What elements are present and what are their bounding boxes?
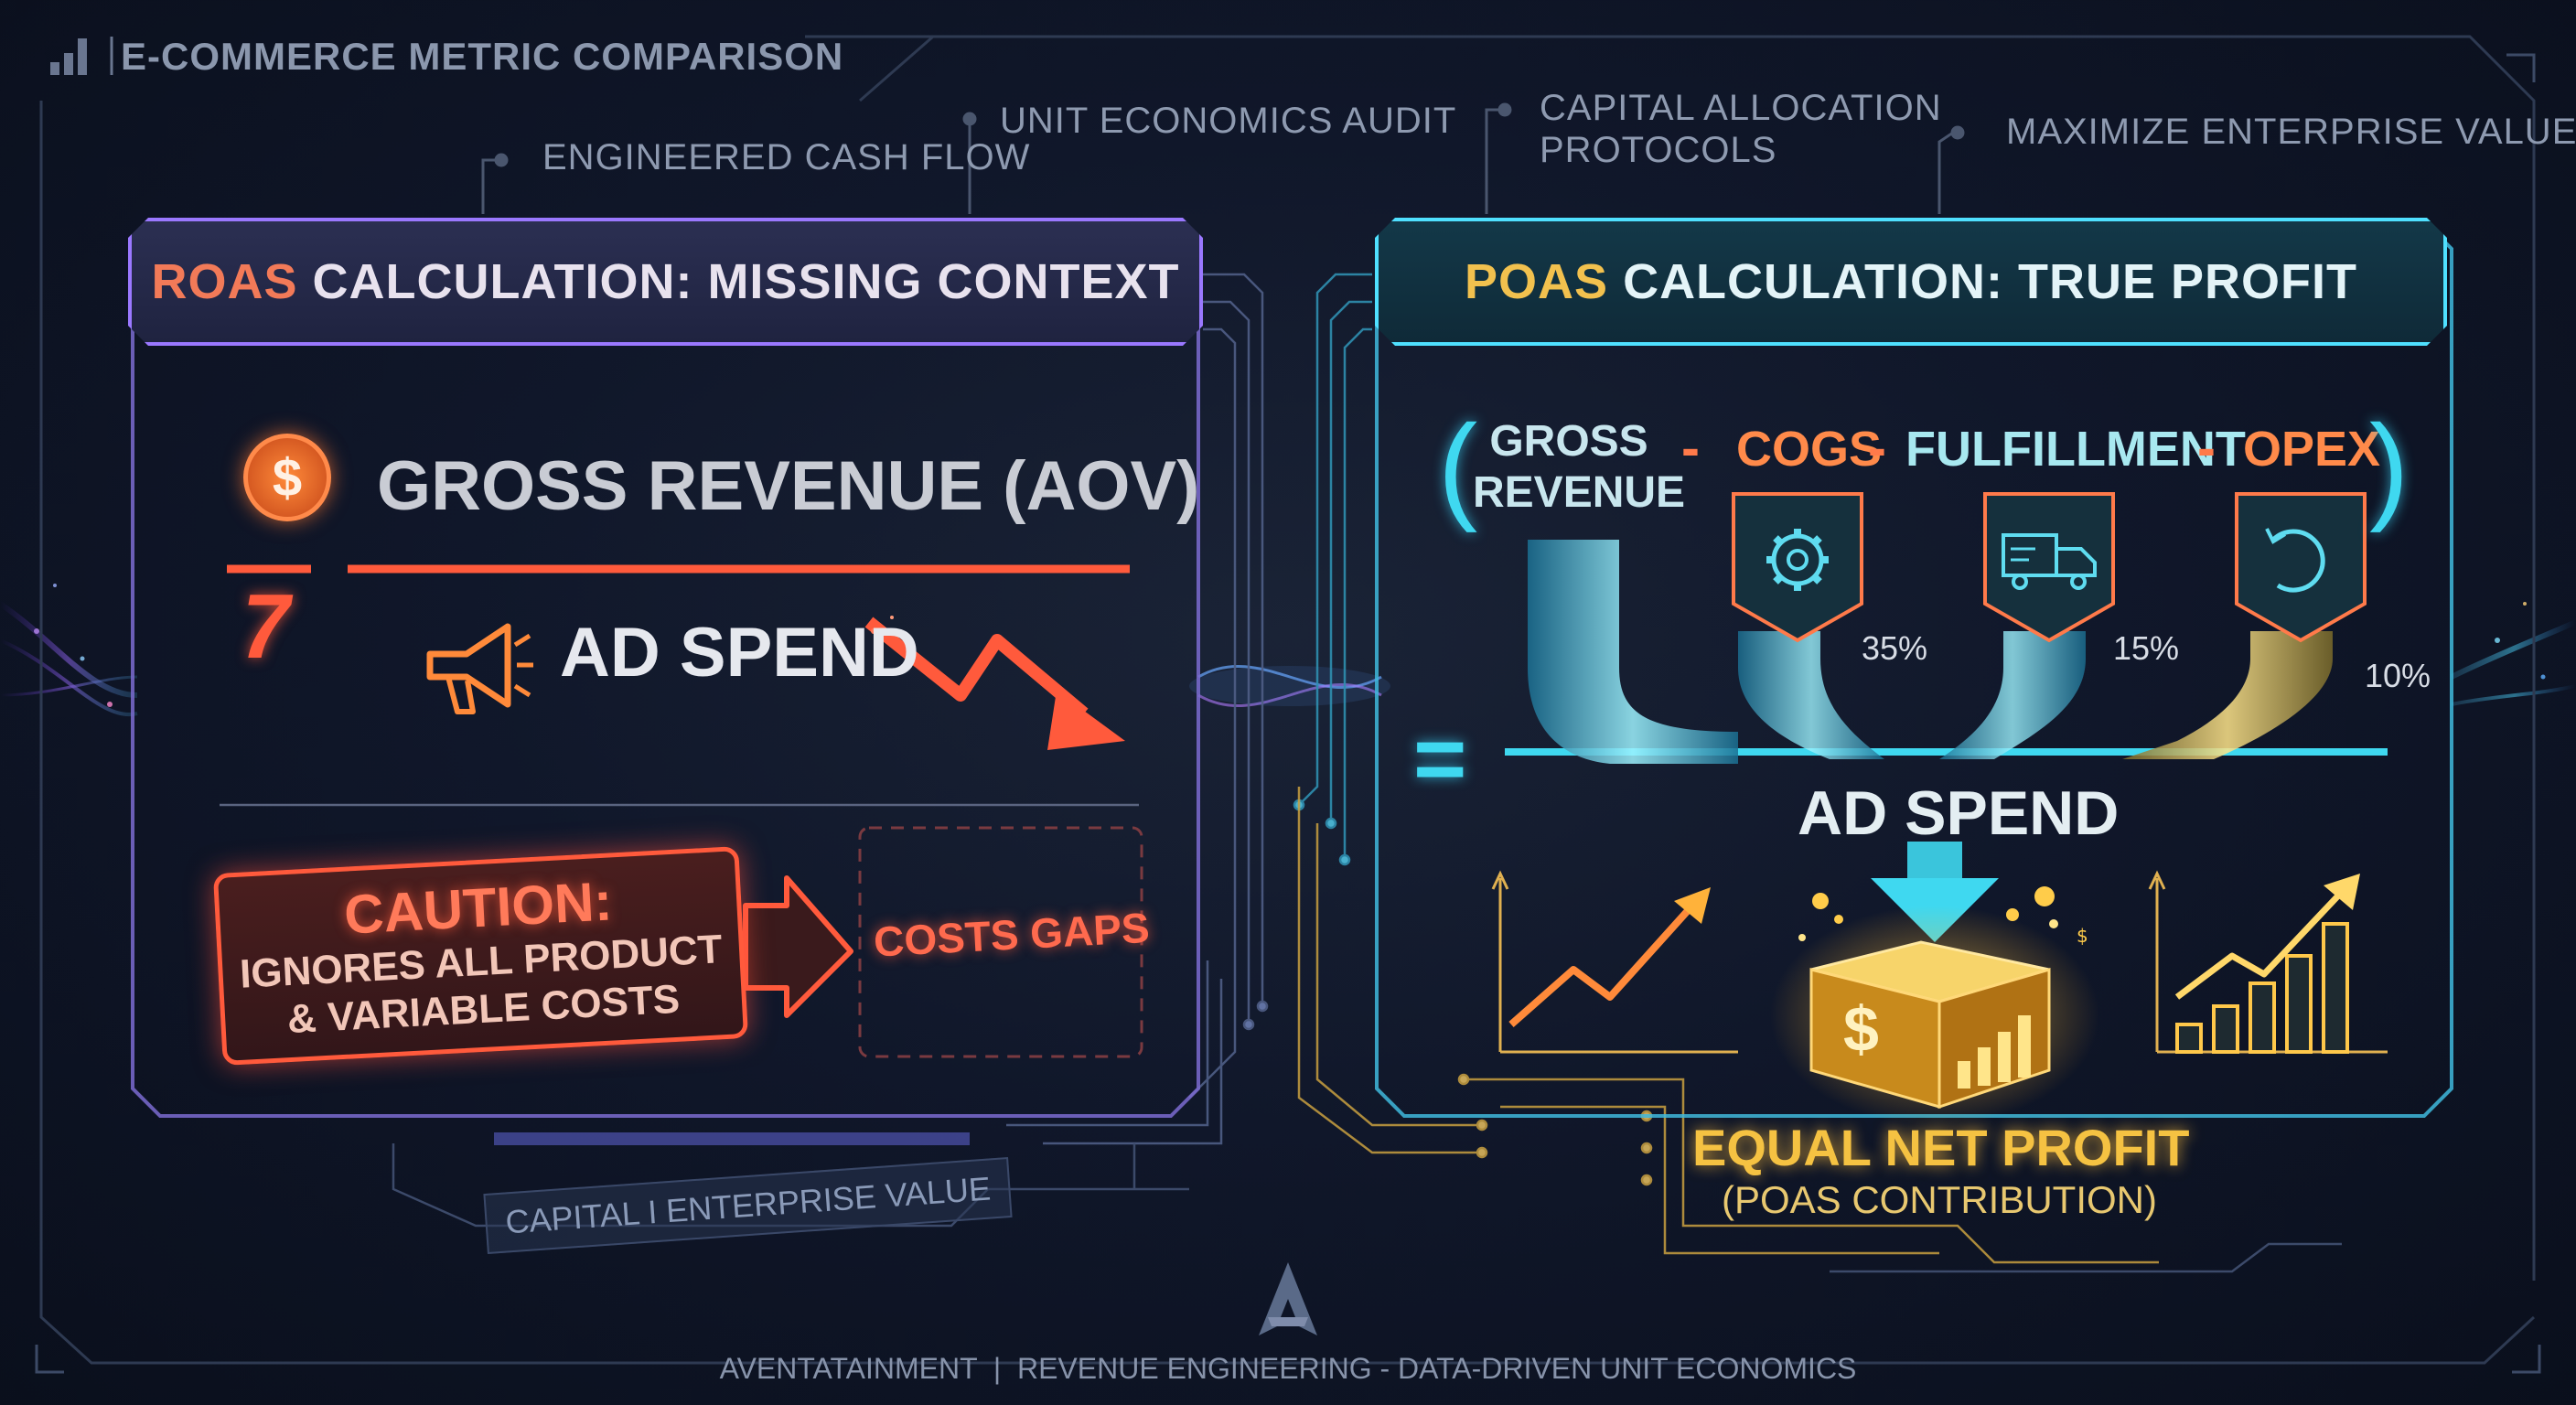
poas-title-highlight: POAS	[1465, 254, 1609, 309]
profit-box-dollar: $	[1843, 993, 1879, 1065]
dollar-cycle-icon	[2235, 492, 2367, 643]
label-maximize-enterprise-value: MAXIMIZE ENTERPRISE VALUE	[2006, 112, 2576, 152]
truck-icon	[1983, 492, 2115, 643]
bar-chart-icon	[50, 38, 87, 75]
gross-revenue-label: GROSS REVENUE	[1473, 416, 1686, 519]
net-profit-title: EQUAL NET PROFIT	[1692, 1119, 2190, 1176]
label-capital-allocation-line1: CAPITAL ALLOCATION	[1540, 88, 1942, 128]
company-logo	[1259, 1262, 1317, 1335]
poas-title-bar: POAS CALCULATION: TRUE PROFIT	[1375, 218, 2447, 346]
circuit-traces-right	[1293, 273, 1372, 866]
gross-revenue-line2: REVENUE	[1473, 468, 1686, 517]
fulfillment-percentage: 15%	[2113, 629, 2180, 667]
gross-revenue-line1: GROSS	[1489, 417, 1648, 466]
minus-sign-1: -	[1681, 417, 1700, 478]
fulfillment-label: FULFILLMENT	[1905, 422, 2246, 477]
cogs-label: COGS	[1736, 422, 1883, 477]
roas-title-highlight: ROAS	[151, 254, 298, 309]
falling-arrow-icon	[864, 616, 1125, 750]
left-data-stream	[0, 584, 138, 717]
cogs-percentage: 35%	[1862, 629, 1928, 667]
roas-denominator: AD SPEND	[560, 614, 919, 692]
growth-line-chart-icon	[1491, 870, 1738, 1054]
open-parenthesis: (	[1438, 400, 1478, 533]
net-profit-subtitle: (POAS CONTRIBUTION)	[1721, 1178, 2157, 1221]
svg-text:$: $	[2077, 925, 2088, 947]
megaphone-icon	[426, 623, 533, 714]
poas-denominator: AD SPEND	[1798, 778, 2120, 848]
footer-text: AVENTATAINMENT | REVENUE ENGINEERING - D…	[719, 1352, 1857, 1385]
circuit-traces-left	[1006, 273, 1269, 1145]
minus-sign-2: -	[1868, 417, 1886, 478]
dollar-coin-symbol: $	[272, 447, 303, 508]
roas-title-bar: ROAS CALCULATION: MISSING CONTEXT	[128, 218, 1203, 346]
label-capital-allocation: CAPITAL ALLOCATION PROTOCOLS	[1540, 87, 1942, 171]
gross-revenue-pipe	[1528, 540, 1738, 764]
header-connectors	[481, 102, 1965, 214]
opex-percentage: 10%	[2365, 657, 2431, 694]
center-stream	[1189, 665, 1390, 707]
caution-arrow-icon	[743, 875, 853, 1018]
minus-sign-3: -	[2197, 417, 2216, 478]
outer-frame	[35, 35, 2541, 1374]
label-engineered-cash-flow: ENGINEERED CASH FLOW	[542, 137, 1031, 177]
dollar-coin-icon: $	[243, 434, 331, 521]
equals-sign: =	[1413, 708, 1467, 810]
costs-gaps-box	[858, 826, 1143, 1058]
growth-bar-chart-icon	[2148, 870, 2388, 1054]
opex-pipe	[2122, 631, 2333, 759]
fulfillment-pipe	[1939, 631, 2086, 759]
roas-title-rest: CALCULATION: MISSING CONTEXT	[297, 254, 1180, 309]
gear-icon	[1732, 492, 1863, 643]
right-data-stream	[2450, 602, 2576, 706]
caution-box: CAUTION: IGNORES ALL PRODUCT & VARIABLE …	[212, 846, 749, 1066]
roas-numerator: GROSS REVENUE (AOV)	[377, 447, 1200, 525]
opex-label: OPEX	[2243, 422, 2381, 477]
label-unit-economics-audit: UNIT ECONOMICS AUDIT	[1000, 101, 1457, 141]
circuit-traces-gold	[1297, 787, 2159, 1264]
close-parenthesis: )	[2369, 400, 2410, 533]
cogs-pipe	[1738, 631, 1884, 759]
label-capital-allocation-line2: PROTOCOLS	[1540, 130, 1777, 170]
poas-title-rest: CALCULATION: TRUE PROFIT	[1608, 254, 2357, 309]
profit-box-icon	[1770, 886, 2099, 1125]
page-title: E-COMMERCE METRIC COMPARISON	[121, 35, 844, 78]
